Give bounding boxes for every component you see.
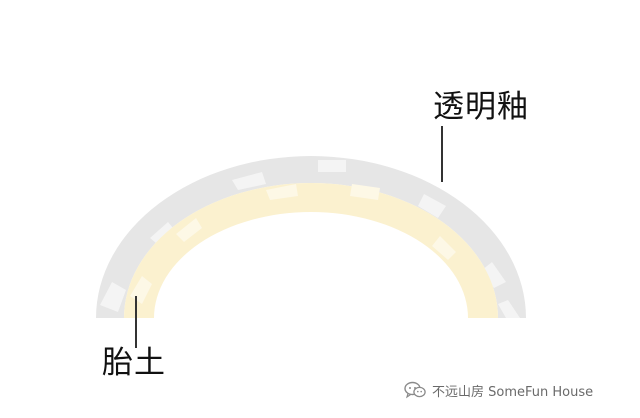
watermark: 不远山房 SomeFun House xyxy=(404,380,593,400)
clay-body-highlights xyxy=(130,184,456,304)
transparent-glaze-layer xyxy=(96,156,526,318)
watermark-text: 不远山房 SomeFun House xyxy=(432,384,594,400)
clay-body-label: 胎土 xyxy=(102,345,166,381)
transparent-glaze-label: 透明釉 xyxy=(433,89,529,125)
clay-body-layer xyxy=(124,183,498,318)
wechat-icon xyxy=(404,381,426,399)
